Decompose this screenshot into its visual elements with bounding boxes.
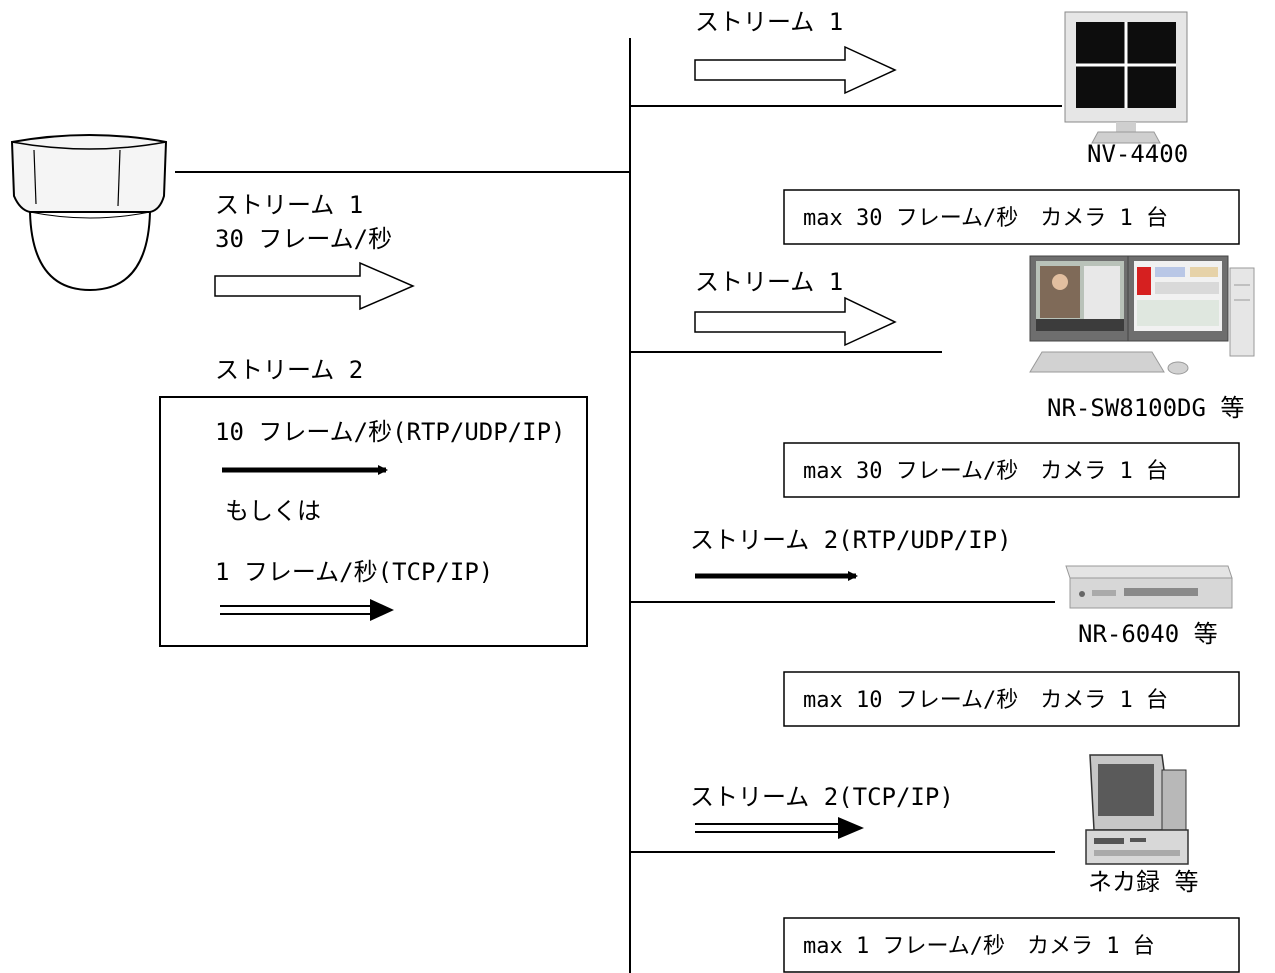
dome-camera-icon xyxy=(10,134,168,292)
receiver3-device-label: NR-6040 等 xyxy=(1078,620,1218,648)
double-arrow-receiver4 xyxy=(695,817,864,839)
receiver2-capacity-box xyxy=(783,442,1240,498)
receiver1-capacity-box xyxy=(783,189,1240,245)
stream2-option-tcp: 1 フレーム/秒(TCP/IP) xyxy=(215,558,493,586)
double-arrow-tcp xyxy=(220,599,394,621)
hollow-arrow-receiver2 xyxy=(694,296,897,347)
hollow-arrow-camera-stream1 xyxy=(214,261,415,311)
receiver1-stream-label: ストリーム 1 xyxy=(695,8,843,36)
receiver4-capacity-box xyxy=(783,917,1240,973)
receiver4-device-label: ネカ録 等 xyxy=(1088,868,1198,896)
receiver3-capacity-box xyxy=(783,671,1240,727)
receiver2-capacity-text: max 30 フレーム/秒 カメラ 1 台 xyxy=(803,459,1168,484)
stream2-option-rtp: 10 フレーム/秒(RTP/UDP/IP) xyxy=(215,418,565,446)
camera-stream2-label: ストリーム 2 xyxy=(215,356,363,384)
receiver1-device-label: NV-4400 xyxy=(1087,140,1188,168)
receiver2-device-label: NR-SW8100DG 等 xyxy=(1047,394,1244,422)
lcd-monitor-icon xyxy=(1064,11,1188,144)
receiver4-stream-label: ストリーム 2(TCP/IP) xyxy=(690,783,954,811)
receiver1-capacity-text: max 30 フレーム/秒 カメラ 1 台 xyxy=(803,206,1168,231)
receiver4-capacity-text: max 1 フレーム/秒 カメラ 1 台 xyxy=(803,934,1155,959)
network-recorder-icon xyxy=(1065,565,1233,609)
workstation-icon xyxy=(1029,255,1255,375)
desktop-pc-icon xyxy=(1085,754,1189,865)
hollow-arrow-receiver1 xyxy=(694,45,897,95)
camera-stream1-label: ストリーム 1 xyxy=(215,191,363,219)
receiver3-stream-label: ストリーム 2(RTP/UDP/IP) xyxy=(690,526,1012,554)
receiver2-stream-label: ストリーム 1 xyxy=(695,268,843,296)
receiver3-capacity-text: max 10 フレーム/秒 カメラ 1 台 xyxy=(803,688,1168,713)
camera-stream1-rate: 30 フレーム/秒 xyxy=(215,225,392,253)
stream2-or-label: もしくは xyxy=(225,497,321,525)
network-lines xyxy=(175,38,1062,973)
